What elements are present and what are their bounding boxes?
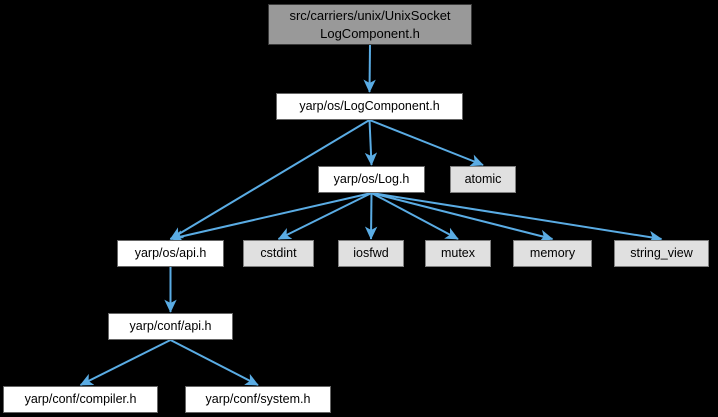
- graph-node-conf_system[interactable]: yarp/conf/system.h: [185, 386, 331, 413]
- graph-node-atomic[interactable]: atomic: [450, 166, 516, 193]
- graph-edge-os_logcomponent-to-atomic: [369, 119, 484, 167]
- graph-edge-os_log-to-mutex: [371, 192, 459, 240]
- graph-node-os_log[interactable]: yarp/os/Log.h: [318, 166, 425, 193]
- graph-edge-conf_api-to-conf_system: [170, 339, 259, 386]
- graph-edge-os_log-to-memory: [371, 192, 554, 242]
- graph-node-memory[interactable]: memory: [513, 240, 592, 267]
- graph-edge-os_log-to-string_view: [371, 192, 663, 244]
- graph-node-iosfwd[interactable]: iosfwd: [338, 240, 404, 267]
- graph-edge-os_log-to-os_api: [169, 192, 372, 243]
- graph-node-conf_api[interactable]: yarp/conf/api.h: [108, 313, 233, 340]
- graph-edge-os_log-to-cstdint: [277, 192, 372, 240]
- graph-edge-root-to-os_logcomponent: [363, 44, 376, 93]
- graph-node-cstdint[interactable]: cstdint: [243, 240, 314, 267]
- graph-node-conf_compiler[interactable]: yarp/conf/compiler.h: [3, 386, 158, 413]
- graph-node-string_view[interactable]: string_view: [614, 240, 709, 267]
- graph-node-root[interactable]: src/carriers/unix/UnixSocket LogComponen…: [268, 4, 472, 45]
- graph-node-mutex[interactable]: mutex: [425, 240, 491, 267]
- graph-node-os_api[interactable]: yarp/os/api.h: [117, 240, 224, 267]
- graph-node-os_logcomponent[interactable]: yarp/os/LogComponent.h: [276, 93, 463, 120]
- graph-edge-conf_api-to-conf_compiler: [79, 339, 171, 386]
- graph-edge-os_log-to-iosfwd: [364, 192, 378, 240]
- graph-edge-os_logcomponent-to-os_log: [364, 119, 378, 166]
